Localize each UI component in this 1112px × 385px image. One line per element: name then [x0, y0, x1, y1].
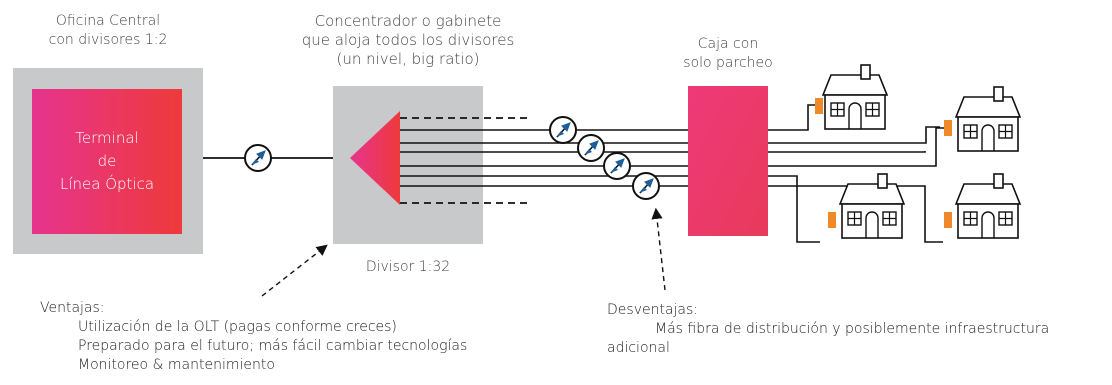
- disadvantage-line: Más fibra de distribución y posiblemente…: [655, 321, 1050, 337]
- disadvantage-line: adicional: [607, 340, 670, 356]
- distribution-meter-icon-2: [577, 134, 605, 162]
- patch-box-label: Caja con solo parcheo: [683, 36, 773, 71]
- advantage-item: Utilización de la OLT (pagas conforme cr…: [78, 319, 397, 335]
- advantages-title: Ventajas:: [40, 300, 105, 316]
- advantages-pointer-arrow: [261, 244, 328, 297]
- olt-terminal-label: Terminal de Línea Óptica: [59, 129, 155, 193]
- disadvantages-block: Desventajas: Más fibra de distribución y…: [607, 301, 1049, 358]
- concentrator-box: [333, 86, 483, 244]
- disadvantages-title: Desventajas:: [607, 302, 699, 318]
- patch-box: [688, 86, 768, 236]
- concentrator-label: Concentrador o gabinete que aloja todos …: [301, 12, 515, 68]
- advantage-item: Preparado para el futuro; más fácil camb…: [78, 338, 468, 354]
- feeder-meter-icon: [244, 144, 272, 172]
- connector-house-3: [828, 212, 836, 228]
- connector-house-2: [944, 120, 952, 136]
- splitter-triangle: [350, 111, 400, 205]
- distribution-meter-icon-3: [603, 152, 631, 180]
- distribution-meter-icon-1: [549, 116, 577, 144]
- advantage-item: Monitoreo & mantenimiento: [78, 357, 275, 373]
- advantages-block: Ventajas: Utilización de la OLT (pagas c…: [40, 299, 467, 375]
- house-icon-4: [955, 173, 1021, 239]
- house-icon-2: [955, 86, 1021, 152]
- central-office-label: Oficina Central con divisores 1:2: [48, 13, 168, 48]
- distribution-fibers: [400, 104, 945, 243]
- splitter-label: Divisor 1:32: [365, 259, 451, 275]
- olt-terminal: [32, 89, 182, 234]
- connector-house-4: [944, 212, 952, 228]
- disadvantages-pointer-arrow: [651, 207, 666, 291]
- connector-house-1: [815, 98, 823, 114]
- house-icon-1: [822, 64, 888, 130]
- distribution-meter-icon-4: [632, 172, 660, 200]
- house-icon-3: [839, 173, 905, 239]
